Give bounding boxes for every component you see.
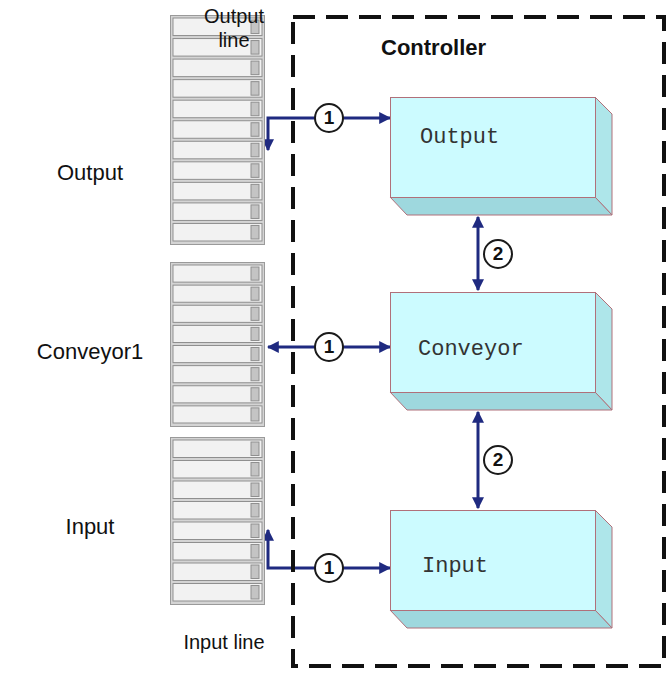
callout-number: 1 bbox=[314, 103, 344, 133]
box-outline bbox=[390, 97, 612, 215]
callout-number: 2 bbox=[483, 239, 513, 269]
rack-outline bbox=[170, 262, 265, 427]
conveyor-rack: Output bbox=[170, 15, 265, 245]
module-name: Conveyor bbox=[418, 337, 524, 363]
callout-number: 1 bbox=[314, 332, 344, 362]
conveyor-rack: Conveyor1 bbox=[170, 262, 265, 427]
rack-name: Output bbox=[57, 160, 123, 186]
rack-outline bbox=[170, 437, 265, 605]
rack-name: Conveyor1 bbox=[37, 339, 143, 365]
line-label: Output line bbox=[192, 4, 276, 52]
module-box: Conveyor bbox=[390, 292, 612, 410]
module-name: Input bbox=[422, 554, 488, 580]
module-box: Output bbox=[390, 97, 612, 215]
module-name: Output bbox=[420, 125, 499, 151]
callout-number: 1 bbox=[314, 553, 344, 583]
link-arrow bbox=[477, 412, 480, 508]
callout-number: 2 bbox=[483, 445, 513, 475]
conveyor-rack: Input bbox=[170, 437, 265, 605]
line-label: Input line bbox=[182, 630, 266, 654]
region-title: Controller bbox=[381, 35, 486, 61]
controller-region: ControllerOutputConveyorInput bbox=[291, 15, 666, 668]
module-box: Input bbox=[390, 510, 612, 628]
link-arrow bbox=[477, 217, 480, 290]
rack-outline bbox=[170, 15, 265, 245]
rack-name: Input bbox=[66, 514, 115, 540]
